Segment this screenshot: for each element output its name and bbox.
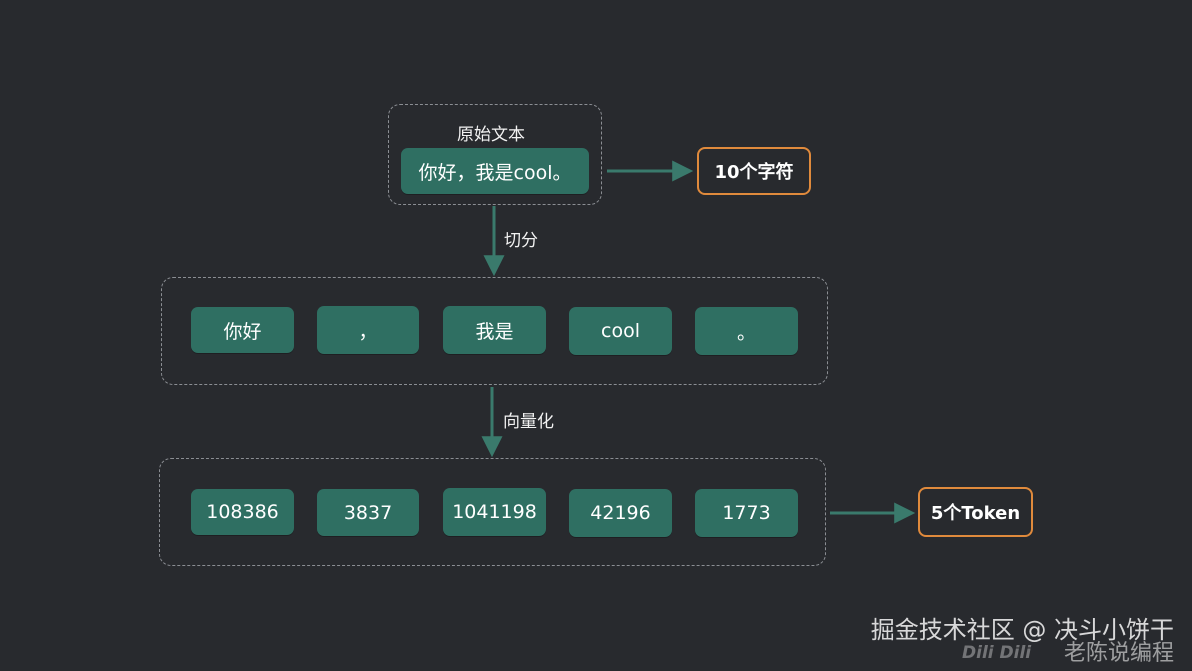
segment-tile: 我是 [443,306,546,354]
segment-tile: cool [569,307,672,355]
site-watermark: 掘金技术社区 @ 决斗小饼干 [871,610,1174,645]
token-id-tile: 1773 [695,489,798,537]
segment-tile: 。 [695,307,798,355]
source-text-tile: 你好，我是cool。 [401,148,589,194]
source-group [388,104,602,205]
bilibili-logo: Dili Dili [962,643,1032,663]
step-split-label: 切分 [504,231,538,251]
segment-tile: 你好 [191,307,294,353]
token-ids-group [159,458,826,566]
step-vectorize-label: 向量化 [503,412,554,432]
overlay-watermark: 老陈说编程 [1064,635,1174,667]
token-count-box: 5个Token [918,487,1033,537]
segment-tile: ， [317,306,419,354]
token-id-tile: 42196 [569,489,672,537]
token-id-tile: 3837 [317,489,419,536]
watermark-text: 掘金技术社区 @ 决斗小饼干 [870,616,1174,644]
char-count-box: 10个字符 [697,147,811,195]
token-id-tile: 1041198 [443,488,546,536]
token-id-tile: 108386 [191,489,294,535]
overlay-text: 老陈说编程 [1063,641,1174,666]
segments-group [161,277,828,385]
source-title: 原始文本 [457,125,525,145]
